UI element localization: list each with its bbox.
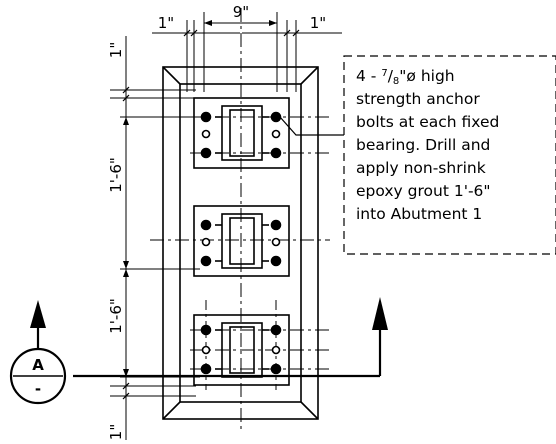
- anchor-bolt-icon: [200, 255, 212, 267]
- anchor-hole-icon: [201, 237, 211, 247]
- anchor-hole-icon: [271, 345, 281, 355]
- anchor-bolt-icon: [200, 363, 212, 375]
- anchor-bolt-note: 4 - 7/8"ø high strength anchor bolts at …: [356, 67, 499, 223]
- anchor-bolt-icon: [200, 111, 212, 123]
- anchor-bolt-icon: [270, 147, 282, 159]
- dim-top-middle: 9": [233, 3, 249, 21]
- anchor-hole-icon: [201, 345, 211, 355]
- note-line-5: apply non-shrink: [356, 159, 486, 177]
- note-line-6: epoxy grout 1'-6": [356, 182, 491, 200]
- anchor-bolt-icon: [270, 324, 282, 336]
- anchor-bolt-icon: [200, 219, 212, 231]
- section-letter: A: [32, 356, 44, 374]
- anchor-hole-icon: [271, 129, 281, 139]
- dim-top-right: 1": [310, 14, 326, 32]
- anchor-hole-icon: [201, 129, 211, 139]
- anchor-bolt-icon: [270, 219, 282, 231]
- note-line-4: bearing. Drill and: [356, 136, 490, 154]
- anchor-bolt-icon: [270, 363, 282, 375]
- dim-left-top: 1": [107, 42, 125, 58]
- note-line-1: 4 - 7/8"ø high: [356, 67, 455, 87]
- note-line-7: into Abutment 1: [356, 205, 482, 223]
- anchor-bolt-icon: [270, 255, 282, 267]
- section-bubble: [9, 347, 67, 405]
- note-leader-line: [279, 116, 344, 136]
- bearing-2: [193, 205, 290, 277]
- dim-left-spacing-2: 1'-6": [107, 298, 125, 334]
- anchor-bolt-icon: [200, 147, 212, 159]
- note-line-3: bolts at each fixed: [356, 113, 499, 131]
- section-arrow-right: [372, 297, 388, 330]
- section-sheet: -: [35, 380, 41, 398]
- dim-left-bottom: 1": [107, 424, 125, 440]
- note-box: [343, 55, 556, 255]
- note-line-2: strength anchor: [356, 90, 480, 108]
- dim-top-left: 1": [158, 14, 174, 32]
- bearing-1: [193, 97, 290, 169]
- dim-left-spacing-1: 1'-6": [107, 157, 125, 193]
- anchor-hole-icon: [271, 237, 281, 247]
- anchor-bolt-icon: [200, 324, 212, 336]
- section-arrow-left: [30, 300, 46, 328]
- anchor-bolt-icon: [270, 111, 282, 123]
